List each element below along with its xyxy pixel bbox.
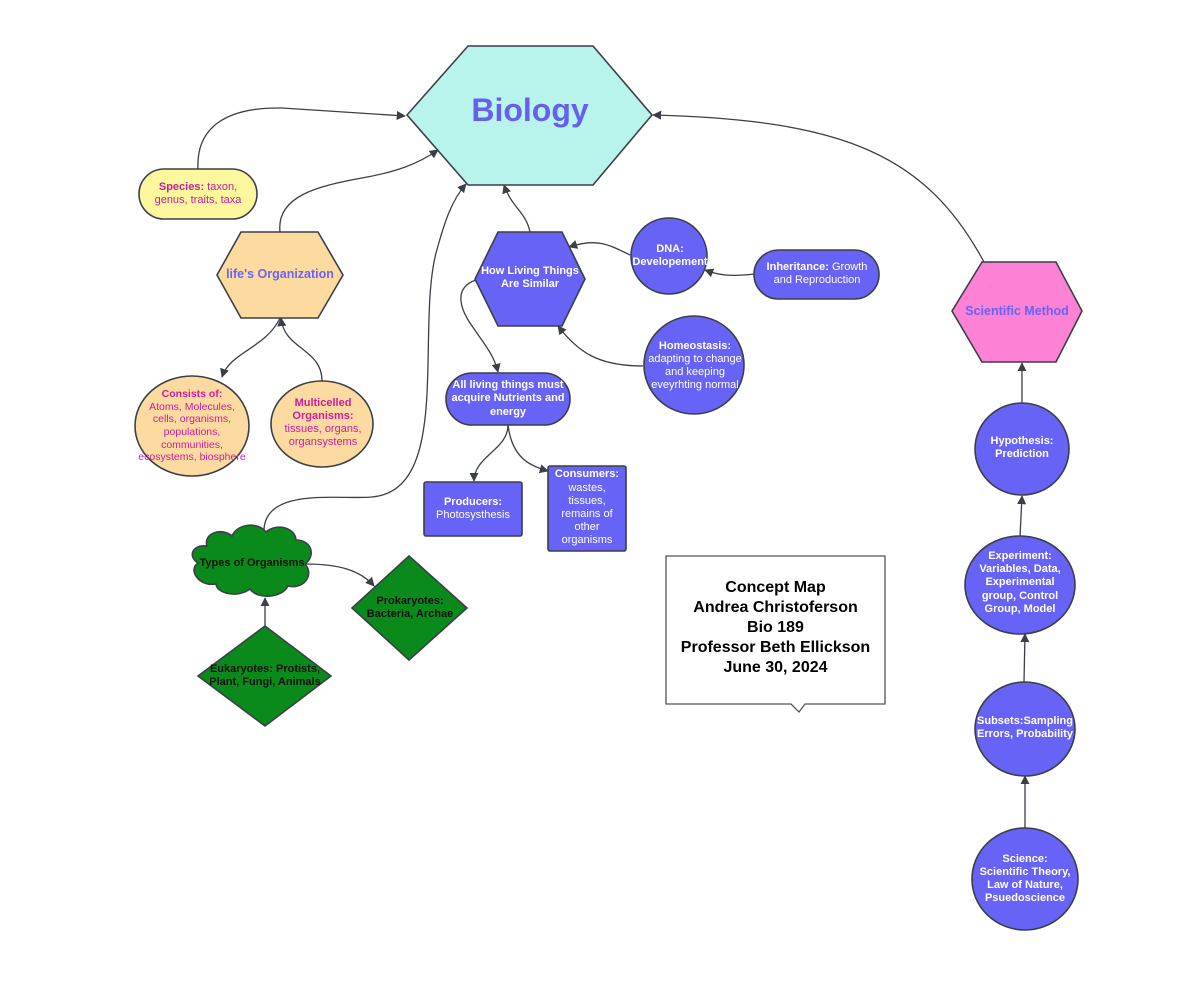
types-cloud: [191, 524, 312, 597]
edge-multicelled-lifes-org: [277, 317, 323, 382]
producers-box: [423, 481, 523, 537]
hypothesis-ellipse: [974, 402, 1070, 496]
consumers-box: [547, 465, 627, 552]
edge-homeostasis-how-similar: [557, 325, 644, 367]
experiment-ellipse: [964, 535, 1076, 635]
inheritance-pill: [753, 249, 880, 300]
edge-dna-how-similar: [568, 240, 631, 256]
edge-subsets-experiment: [1020, 633, 1030, 683]
homeostasis-ellipse: [643, 315, 745, 415]
note-callout: [665, 555, 886, 713]
shapes: [134, 45, 1083, 931]
connectors: [197, 107, 1030, 828]
lifes-org-hexagon: [216, 231, 344, 319]
multicelled-ellipse: [270, 380, 374, 468]
prokaryotes-diamond: [350, 554, 469, 662]
edge-lifes-org-consists: [220, 317, 281, 378]
consists-of-ellipse: [134, 375, 250, 477]
how-similar-hexagon: [474, 231, 586, 327]
edge-how-similar-nutrients: [460, 279, 501, 373]
edge-experiment-hypothesis: [1017, 495, 1027, 538]
edge-types-biology: [263, 183, 467, 534]
subsets-ellipse: [974, 681, 1076, 777]
species-pill: [138, 168, 258, 220]
edge-lifes-org-biology: [279, 149, 439, 233]
edge-how-similar-biology: [502, 184, 531, 233]
edge-nutrients-producers: [469, 424, 509, 482]
edge-sci-method-biology: [652, 110, 985, 263]
edge-species-biology: [197, 107, 406, 170]
edge-inheritance-dna: [704, 268, 755, 278]
eukaryotes-diamond: [196, 624, 333, 728]
nutrients-pill: [445, 372, 571, 426]
science-ellipse: [971, 827, 1079, 931]
edge-nutrients-consumers: [507, 424, 549, 474]
dna-ellipse: [630, 217, 708, 295]
edge-types-prokaryotes: [305, 563, 375, 587]
biology-hexagon: [405, 45, 654, 186]
sci-method-hexagon: [951, 261, 1083, 363]
